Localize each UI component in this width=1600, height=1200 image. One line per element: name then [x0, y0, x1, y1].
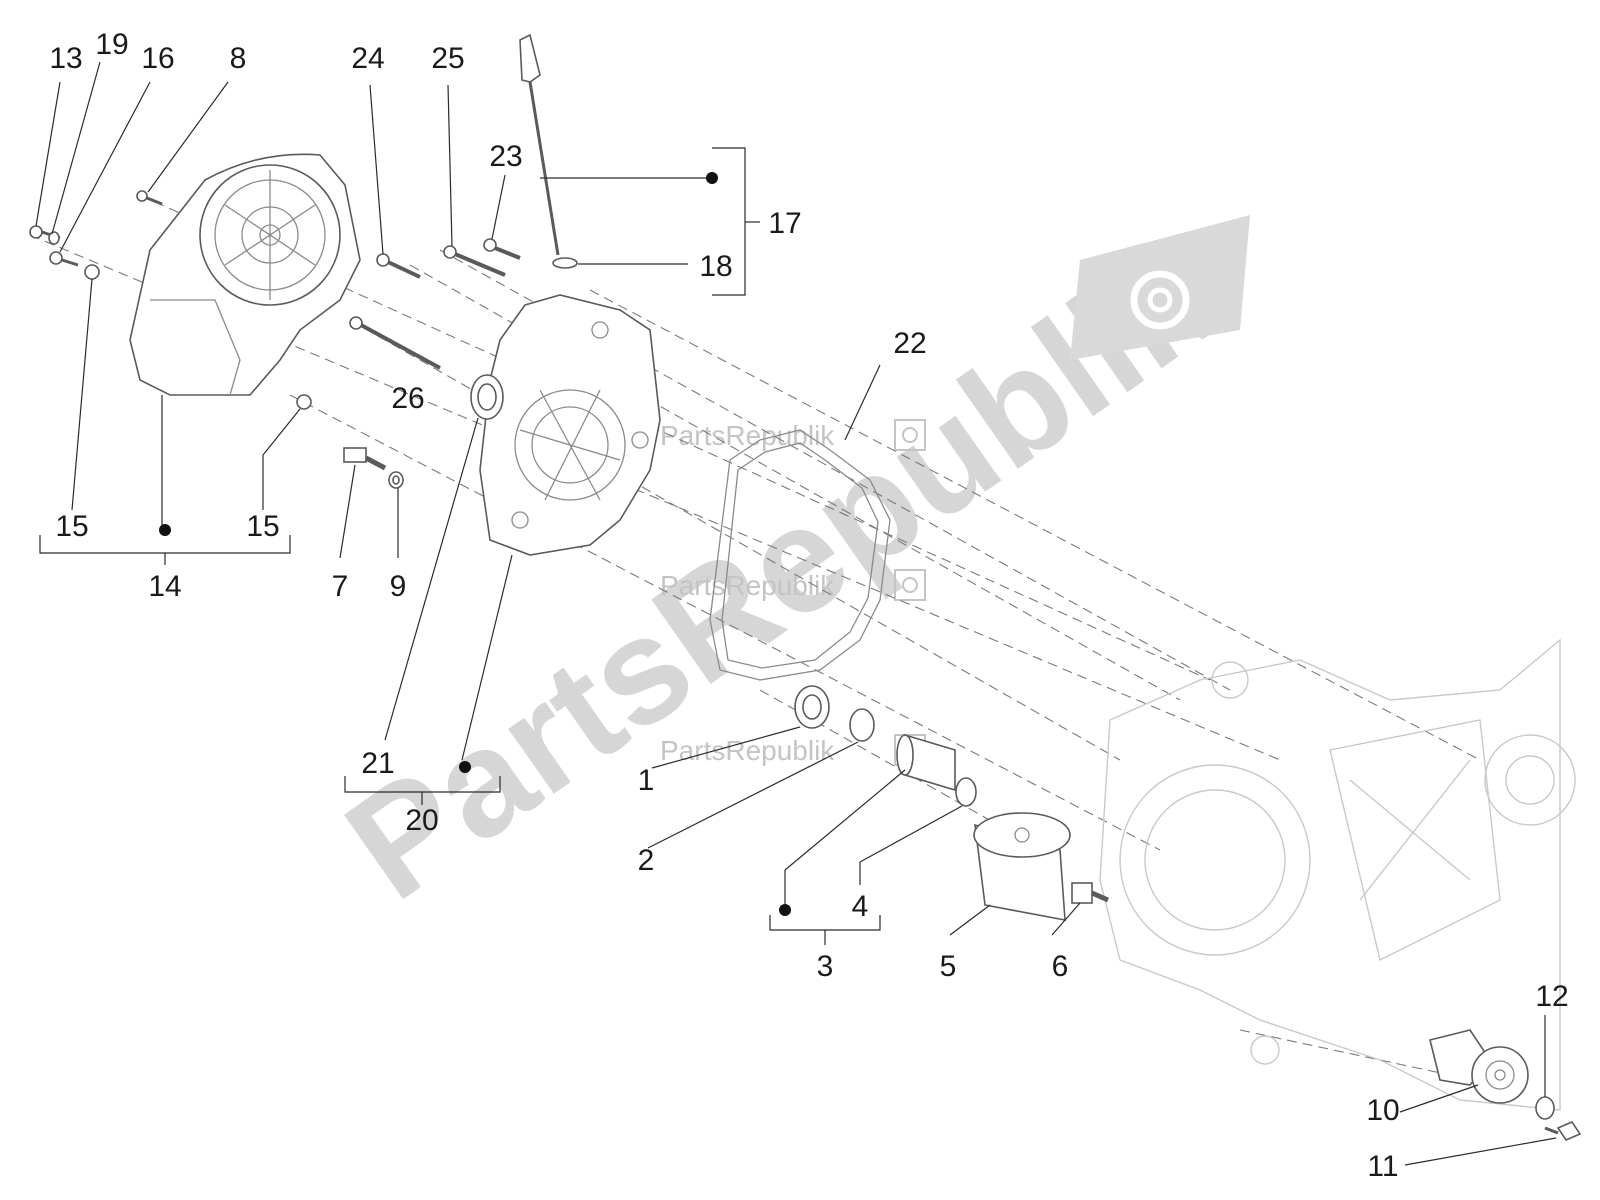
dot-3 [779, 904, 791, 916]
o-ring-4 [955, 777, 977, 807]
dipstick [519, 33, 578, 269]
callout-22: 22 [893, 327, 926, 360]
sensor-7 [343, 447, 387, 471]
callout-6: 6 [1052, 950, 1069, 983]
watermark-logo-1 [894, 419, 926, 451]
washer-12 [1535, 1096, 1555, 1120]
callout-12: 12 [1535, 980, 1568, 1013]
leader-lines [35, 61, 1557, 1166]
group-brackets [39, 147, 881, 945]
callout-16: 16 [141, 42, 174, 75]
screw-11 [1544, 1121, 1582, 1141]
flywheel-cover [129, 153, 361, 396]
callout-19: 19 [95, 28, 128, 61]
callout-23: 23 [489, 140, 522, 173]
callout-25: 25 [431, 42, 464, 75]
screw-16 [49, 251, 79, 267]
callout-21: 21 [361, 747, 394, 780]
callout-10: 10 [1366, 1094, 1399, 1127]
callout-11: 11 [1367, 1150, 1398, 1183]
watermark-small-2: PartsRepublik [660, 570, 835, 601]
watermark-logo-2 [894, 569, 926, 601]
callout-26: 26 [391, 382, 424, 415]
dot-14 [159, 524, 171, 536]
callout-2: 2 [638, 844, 655, 877]
seal-1 [794, 685, 830, 729]
crankcase [1099, 638, 1576, 1111]
screws [29, 190, 1582, 1141]
o-ring-2 [849, 708, 875, 742]
gasket [709, 429, 891, 681]
gear-icon [1070, 215, 1250, 360]
callout-15a: 15 [55, 510, 88, 543]
dot-17 [706, 172, 718, 184]
callout-24: 24 [351, 42, 384, 75]
washer-9 [388, 471, 404, 489]
callout-5: 5 [940, 950, 957, 983]
callout-14: 14 [148, 570, 181, 603]
sprocket-10 [1471, 1046, 1529, 1104]
filter-housing-3 [896, 733, 956, 792]
oil-seal-21 [470, 374, 504, 420]
bolt-26 [349, 316, 441, 370]
screw-8 [136, 190, 163, 206]
callout-17: 17 [768, 207, 801, 240]
callout-9: 9 [390, 570, 407, 603]
callout-15b: 15 [246, 510, 279, 543]
bolt-25 [443, 245, 506, 277]
watermark-small-1: PartsRepublik [660, 420, 835, 451]
oil-filter-5 [973, 812, 1071, 921]
callout-20: 20 [405, 804, 438, 837]
callout-labels: 13 19 16 8 24 25 23 17 18 22 26 15 15 14… [49, 28, 1568, 1183]
watermark: PartsRepublik PartsRepublik PartsRepubli… [317, 215, 1250, 931]
callout-4: 4 [852, 890, 869, 923]
watermark-small-3: PartsRepublik [660, 735, 835, 766]
bolt-23 [483, 238, 521, 260]
nut-15b [296, 394, 312, 410]
crankcase-cover [479, 294, 661, 556]
washer-19 [48, 231, 60, 245]
callout-18: 18 [699, 250, 732, 283]
callout-1: 1 [638, 764, 655, 797]
bolt-24 [376, 253, 421, 279]
union-6 [1071, 882, 1110, 904]
callout-13: 13 [49, 42, 82, 75]
callout-7: 7 [332, 570, 349, 603]
nut-15a [84, 264, 100, 280]
callout-3: 3 [817, 950, 834, 983]
callout-8: 8 [230, 42, 247, 75]
dot-20 [459, 761, 471, 773]
